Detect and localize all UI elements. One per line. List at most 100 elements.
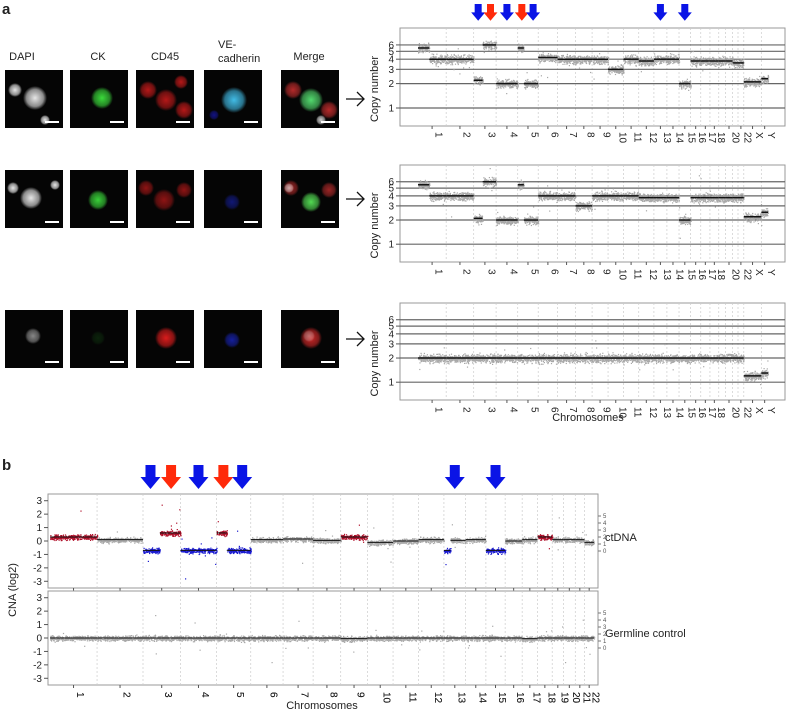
cn-point <box>753 84 756 86</box>
cn-point <box>760 78 762 81</box>
cn-point <box>594 63 596 65</box>
cn-point <box>434 56 436 58</box>
x-tick-label: 11 <box>632 132 643 143</box>
cn-point <box>553 55 555 58</box>
cn-point <box>706 62 708 64</box>
cn-point <box>428 42 430 44</box>
cn-point <box>636 55 638 57</box>
cn-point <box>516 218 518 220</box>
x-tick-label: 15 <box>685 132 696 144</box>
cn-point <box>533 206 535 208</box>
cn-point <box>538 55 540 58</box>
cn-point <box>469 197 471 199</box>
cn-point <box>649 63 652 65</box>
cn-point <box>578 60 580 62</box>
cn-point <box>509 84 511 87</box>
cn-point <box>754 83 756 85</box>
cn-point <box>576 62 578 64</box>
x-tick-label: 10 <box>616 132 627 144</box>
cn-point <box>513 220 515 222</box>
cn-point <box>514 222 516 224</box>
cn-point <box>679 86 681 88</box>
cn-point <box>653 62 656 64</box>
cn-point <box>441 60 444 62</box>
cn-point <box>684 88 686 90</box>
cn-point <box>515 221 517 223</box>
cn-point <box>552 57 555 59</box>
cn-point <box>739 65 741 67</box>
cn-point <box>590 59 593 62</box>
cn-point <box>665 59 668 61</box>
cn-point <box>582 62 584 64</box>
cn-point <box>525 79 527 82</box>
x-tick-label: 1 <box>433 132 444 138</box>
cn-point <box>437 197 439 199</box>
cn-point <box>498 79 500 81</box>
cn-point <box>585 61 587 63</box>
cn-point <box>650 58 653 60</box>
cn-point <box>724 62 727 64</box>
cn-point <box>693 61 695 63</box>
cn-point <box>426 186 428 188</box>
cn-point <box>689 81 691 83</box>
cn-point <box>668 62 670 64</box>
cn-point <box>566 60 568 62</box>
cn-point <box>636 56 638 59</box>
cn-point <box>447 61 449 63</box>
header-ve: VE- <box>218 39 237 51</box>
cn-point <box>712 63 714 65</box>
cn-point <box>546 54 548 57</box>
cn-point <box>430 199 432 201</box>
cn-point <box>603 60 605 62</box>
micrograph-tile <box>204 310 262 368</box>
cn-point <box>452 64 454 66</box>
cn-point <box>696 56 698 58</box>
cn-point <box>766 82 768 84</box>
cn-point <box>535 81 537 83</box>
cn-point <box>649 59 651 61</box>
cn-point <box>521 185 523 187</box>
cn-point <box>571 62 574 65</box>
cn-point <box>718 66 720 69</box>
cn-point <box>489 187 491 189</box>
cn-point <box>549 55 551 57</box>
cn-point <box>441 193 443 195</box>
cn-point <box>676 61 678 63</box>
cn-point <box>505 218 507 220</box>
cn-point <box>424 45 427 48</box>
cn-point <box>508 218 510 220</box>
cn-point <box>444 192 446 194</box>
cn-point <box>519 44 521 47</box>
cn-point <box>761 79 763 81</box>
cn-point <box>697 62 699 64</box>
cn-point <box>620 70 622 72</box>
cn-point <box>572 55 574 57</box>
cn-point <box>732 61 734 63</box>
cn-point <box>464 54 466 56</box>
cn-point <box>718 63 720 65</box>
cn-point <box>744 82 746 84</box>
cn-point <box>423 45 425 47</box>
cn-point <box>559 59 561 61</box>
cn-point <box>545 59 547 61</box>
cn-point <box>597 56 599 58</box>
cn-point <box>421 46 423 48</box>
cn-point <box>757 79 759 81</box>
cn-point <box>496 78 498 80</box>
cn-point <box>589 57 591 59</box>
cn-point <box>699 58 701 60</box>
cn-point <box>614 73 617 76</box>
cn-point <box>758 82 761 84</box>
cn-point <box>574 55 576 58</box>
cn-point <box>494 180 496 182</box>
cn-point <box>422 46 424 48</box>
cn-point <box>476 221 478 223</box>
cn-point <box>481 77 483 79</box>
cn-point <box>507 217 509 219</box>
cn-point <box>588 63 591 65</box>
cn-point <box>660 62 662 65</box>
cn-point <box>660 56 662 58</box>
cn-point <box>507 79 509 81</box>
cn-point <box>515 83 517 85</box>
cn-point <box>764 81 766 83</box>
